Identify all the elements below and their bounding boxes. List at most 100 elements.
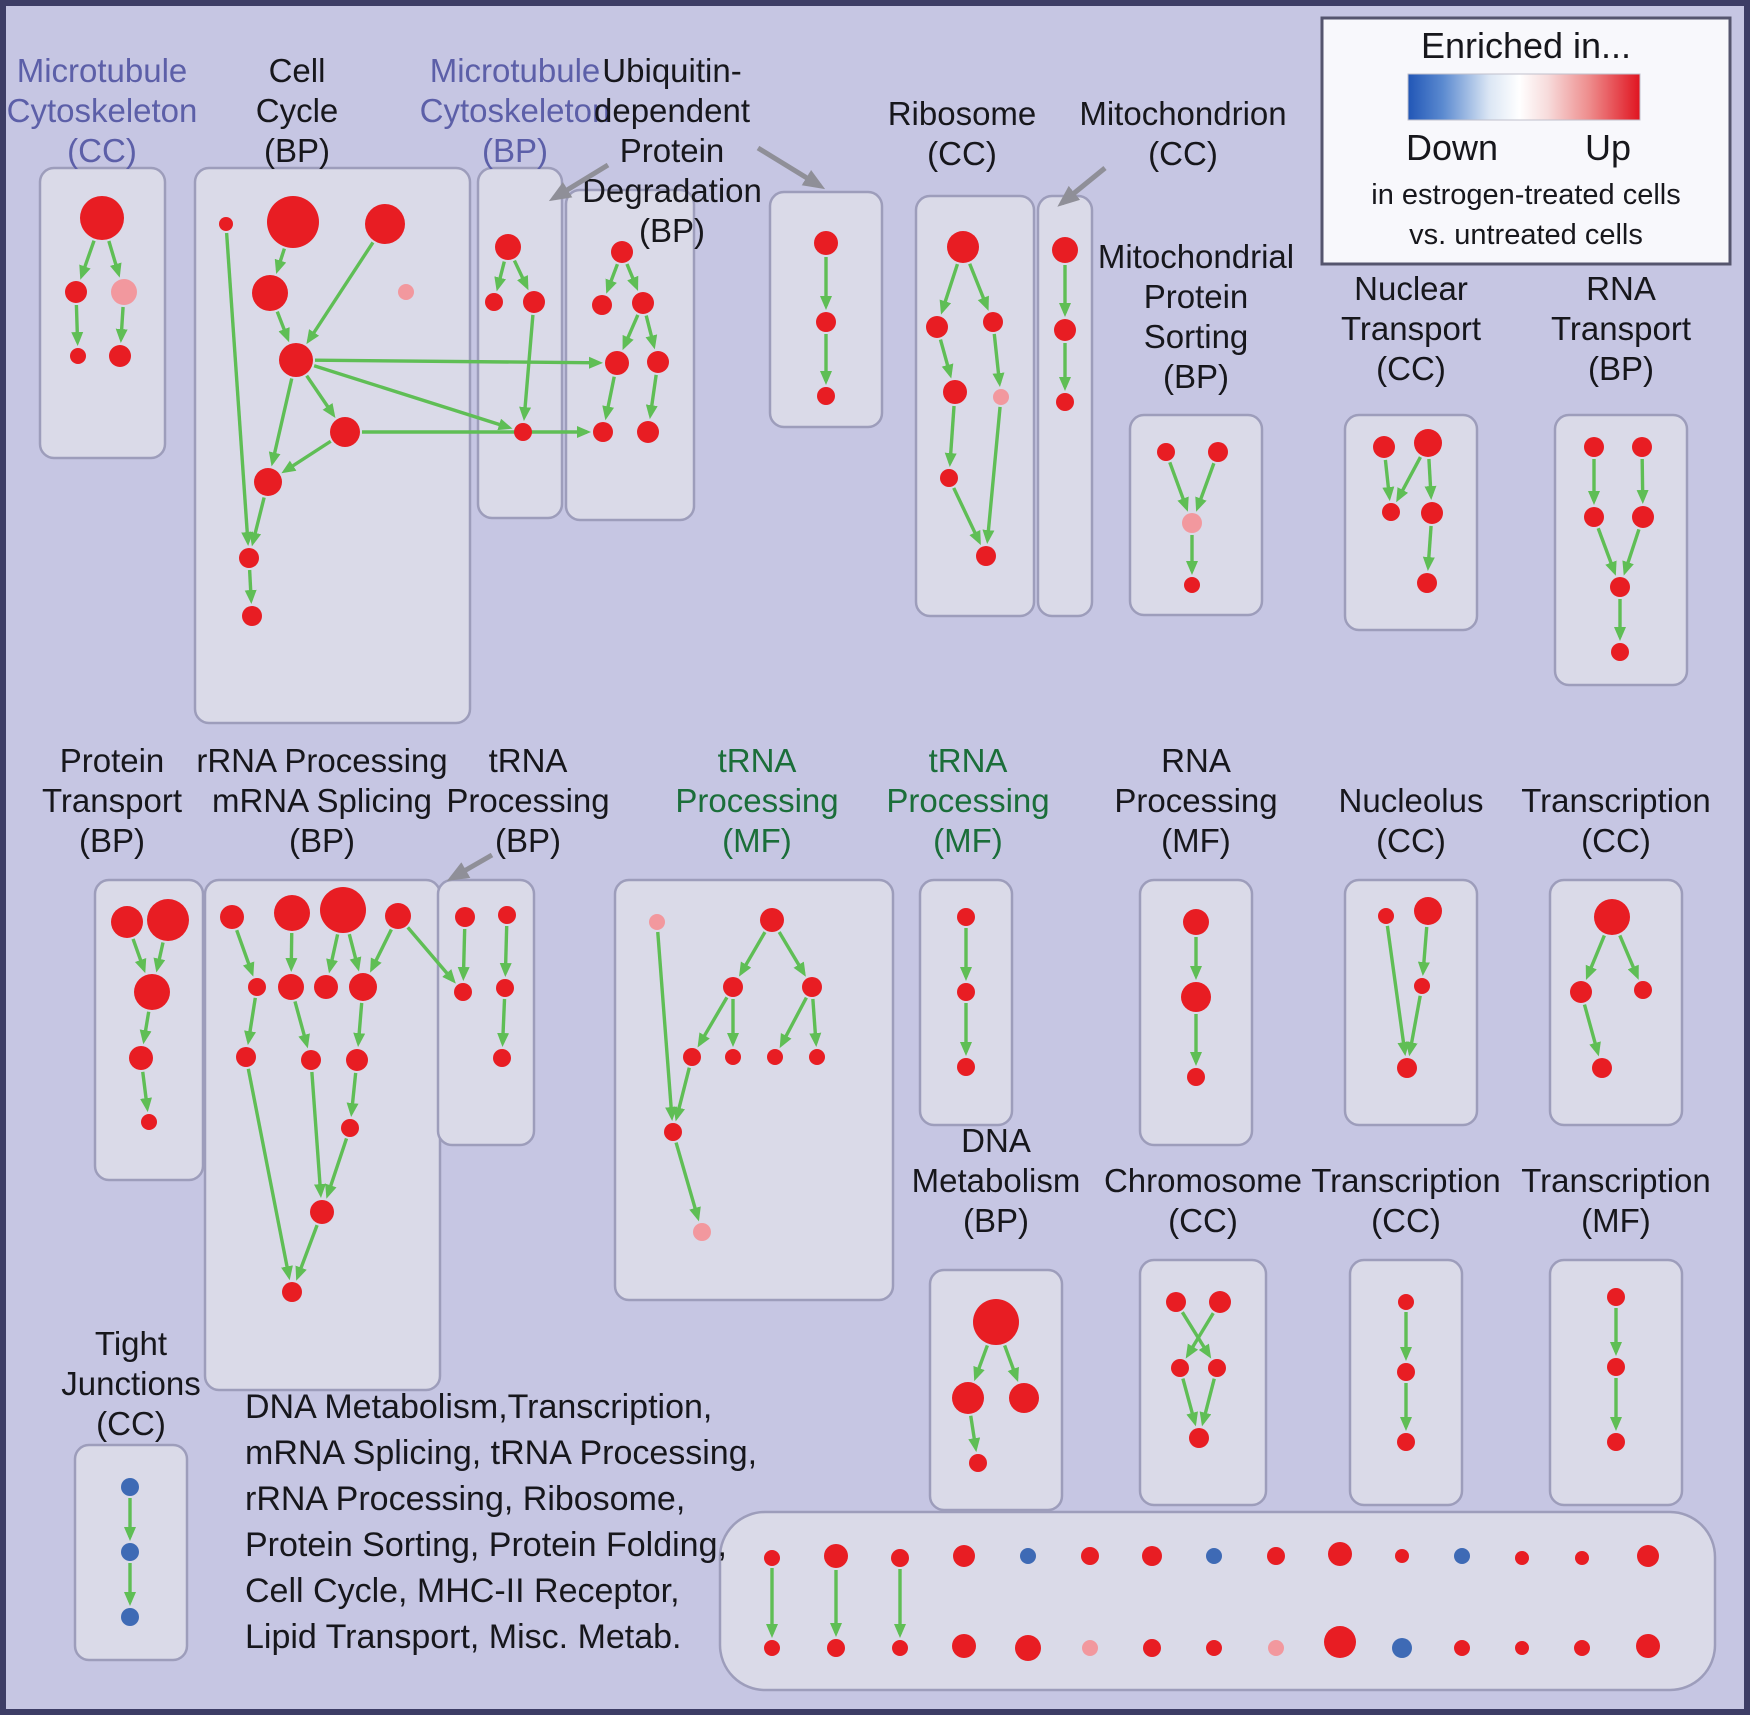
box-dna-metabolism: [928, 1268, 1064, 1512]
go-term-node: [121, 1543, 139, 1561]
go-term-node: [649, 914, 665, 930]
box-nucleolus-cc: [1343, 878, 1479, 1127]
edge-arrow: [1424, 458, 1437, 501]
go-term-node: [1395, 1549, 1409, 1563]
go-term-node: [1607, 1288, 1625, 1306]
edge-arrow: [1003, 1344, 1019, 1383]
go-term-node: [1610, 577, 1630, 597]
go-term-node: [320, 887, 366, 933]
go-term-node: [278, 974, 304, 1000]
go-term-node: [1082, 1640, 1098, 1656]
edge-arrow: [249, 497, 266, 547]
go-term-node: [973, 1299, 1019, 1345]
go-term-node: [1166, 1292, 1186, 1312]
edge-arrow: [605, 263, 620, 294]
go-term-node: [274, 895, 310, 931]
edge-arrow: [1417, 926, 1430, 977]
go-term-node: [346, 1049, 368, 1071]
edge-arrow: [313, 364, 513, 431]
go-term-node: [1054, 319, 1076, 341]
go-term-node: [282, 1282, 302, 1302]
go-term-node: [121, 1608, 139, 1626]
edge-arrow: [268, 378, 294, 467]
go-term-node: [725, 1049, 741, 1065]
go-term-node: [330, 417, 360, 447]
go-term-node: [1373, 436, 1395, 458]
edge-arrow: [625, 263, 639, 291]
box-trna-processing-mf-1: [613, 878, 895, 1302]
go-term-node: [1632, 506, 1654, 528]
go-term-node: [1183, 909, 1209, 935]
go-term-node: [592, 295, 612, 315]
go-term-node: [493, 1049, 511, 1067]
go-term-node: [943, 380, 967, 404]
edge-arrow: [602, 376, 616, 421]
edge-arrow: [809, 998, 822, 1048]
edge-arrow: [973, 1344, 989, 1382]
go-term-node: [1143, 1639, 1161, 1657]
go-term-node: [926, 316, 948, 338]
go-term-node: [1208, 442, 1228, 462]
edge-arrow: [310, 1071, 326, 1199]
edge-arrow: [944, 405, 957, 468]
go-term-node: [1398, 1294, 1414, 1310]
edge-arrow: [644, 315, 658, 350]
edge-arrow: [244, 997, 257, 1046]
go-term-node: [1611, 643, 1629, 661]
go-term-node: [455, 907, 475, 927]
go-term-node: [1397, 1058, 1417, 1078]
go-term-node: [1209, 1291, 1231, 1313]
edge-arrow: [115, 306, 128, 344]
go-term-node: [365, 204, 405, 244]
box-label-19: Chromosome(CC): [1104, 1162, 1302, 1239]
go-term-node: [1189, 1428, 1209, 1448]
legend-title: Enriched in...: [1421, 25, 1631, 66]
label-pointer-arrow: [756, 145, 826, 190]
edge-arrow: [1185, 1312, 1215, 1359]
go-term-node: [1397, 1433, 1415, 1451]
go-term-node: [1009, 1383, 1039, 1413]
edge-arrow: [1422, 525, 1435, 572]
go-term-node: [1397, 1363, 1415, 1381]
go-term-node: [385, 903, 411, 929]
edge-arrow: [139, 1011, 152, 1045]
go-term-node: [252, 275, 288, 311]
box-microtubule-cc: [38, 166, 167, 460]
go-term-node: [1414, 978, 1430, 994]
edge-arrow: [992, 333, 1005, 388]
edge-arrow: [346, 1072, 359, 1118]
go-term-node: [611, 241, 633, 263]
go-term-node: [693, 1223, 711, 1241]
go-term-node: [1454, 1548, 1470, 1564]
edge-arrow: [1405, 995, 1422, 1057]
go-term-node: [1171, 1359, 1189, 1377]
go-term-node: [1015, 1635, 1041, 1661]
go-term-node: [1515, 1551, 1529, 1565]
edge-arrow: [938, 339, 954, 379]
edge-arrow: [224, 232, 254, 547]
box-misc-cluster: [718, 1510, 1717, 1692]
go-term-node: [1081, 1547, 1099, 1565]
edge-arrow: [1181, 1378, 1198, 1427]
edge-arrow: [281, 439, 332, 474]
go-term-node: [1634, 981, 1652, 999]
go-term-node: [827, 1639, 845, 1657]
go-term-node: [809, 1049, 825, 1065]
go-term-node: [1417, 573, 1437, 593]
edge-arrow: [274, 248, 287, 274]
go-term-node: [141, 1114, 157, 1130]
go-term-node: [1208, 1359, 1226, 1377]
box-rna-transport: [1553, 413, 1689, 687]
go-term-node: [267, 196, 319, 248]
go-term-node: [767, 1049, 783, 1065]
edge-arrow: [673, 1067, 691, 1122]
box-label-15: Nucleolus(CC): [1339, 782, 1484, 859]
